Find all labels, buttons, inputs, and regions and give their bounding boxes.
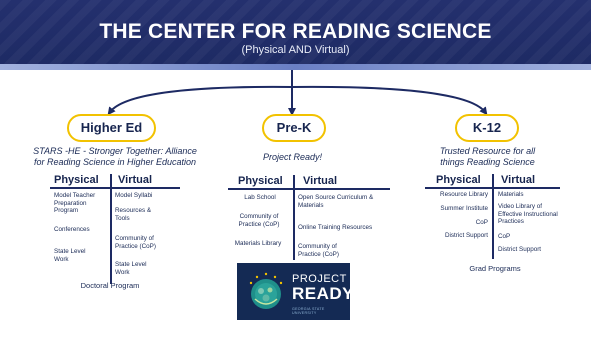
- k12-tagline-line1: Trusted Resource for all: [439, 146, 536, 156]
- higher-ed-virtual-item-1: Model Syllabi: [115, 192, 153, 199]
- pre-k-header-rule: [228, 188, 390, 190]
- k12-tagline: Trusted Resource for all things Reading …: [420, 146, 555, 168]
- pre-k-virtual-item-1: Open Source Curriculum &Materials: [298, 194, 374, 209]
- pre-k-virtual-header: Virtual: [303, 175, 338, 187]
- k12-node: K-12: [455, 114, 519, 142]
- project-ready-emblem-icon: [249, 272, 283, 309]
- k12-virtual-item-4: District Support: [498, 246, 542, 253]
- k12-tagline-line2: things Reading Science: [440, 157, 535, 167]
- higher-ed-footer: Doctoral Program: [80, 281, 140, 290]
- k12-physical-header: Physical: [436, 174, 481, 186]
- higher-ed-column-divider: [110, 174, 112, 284]
- k12-physical-item-1: Resource Library: [440, 191, 488, 198]
- banner-bottom-edge: [0, 64, 591, 70]
- k12-physical-item-3: CoP: [475, 219, 488, 226]
- pre-k-physical-item-1: Lab School: [244, 194, 276, 201]
- logo-byline: GEORGIA STATE UNIVERSITY: [292, 307, 325, 315]
- project-ready-logo: PROJECT READY GEORGIA STATE UNIVERSITY: [237, 263, 350, 320]
- higher-ed-physical-header: Physical: [54, 174, 99, 186]
- pre-k-physical-item-3: Materials Library: [234, 240, 282, 247]
- arrow-to-k12: [291, 85, 488, 116]
- pre-k-tagline: Project Ready!: [262, 152, 323, 162]
- pre-k-physical-header: Physical: [238, 175, 283, 187]
- higher-ed-tagline: STARS -HE - Stronger Together: Alliance …: [30, 146, 200, 168]
- k12-footer: Grad Programs: [469, 264, 521, 273]
- pre-k-node: Pre-K: [262, 114, 326, 142]
- header-banner: [0, 0, 591, 70]
- logo-word-project: PROJECT: [292, 273, 347, 285]
- higher-ed-virtual-item-2: Resources &Tools: [115, 207, 152, 222]
- k12-virtual-item-3: CoP: [498, 233, 511, 240]
- k12-virtual-header: Virtual: [501, 174, 536, 186]
- higher-ed-virtual-header: Virtual: [118, 174, 153, 186]
- k12-virtual-item-1: Materials: [498, 191, 524, 198]
- k12-physical-item-2: Summer Institute: [440, 205, 488, 212]
- pre-k-column-divider: [293, 175, 295, 260]
- page-subtitle: (Physical AND Virtual): [241, 44, 350, 56]
- higher-ed-physical-item-2: Conferences: [54, 226, 90, 233]
- higher-ed-tagline-line2: for Reading Science in Higher Education: [33, 157, 197, 167]
- banner-texture: [0, 0, 591, 70]
- k12-physical-item-4: District Support: [444, 232, 488, 239]
- higher-ed-node: Higher Ed: [67, 114, 156, 142]
- k12-column-divider: [492, 174, 494, 259]
- higher-ed-header-rule: [50, 187, 180, 189]
- pre-k-virtual-item-2: Online Training Resources: [298, 224, 373, 231]
- arrow-to-higher-ed: [107, 85, 293, 116]
- higher-ed-tagline-line1: STARS -HE - Stronger Together: Alliance: [33, 146, 197, 156]
- page-title: THE CENTER FOR READING SCIENCE: [99, 20, 492, 43]
- logo-word-ready: READY: [292, 284, 350, 303]
